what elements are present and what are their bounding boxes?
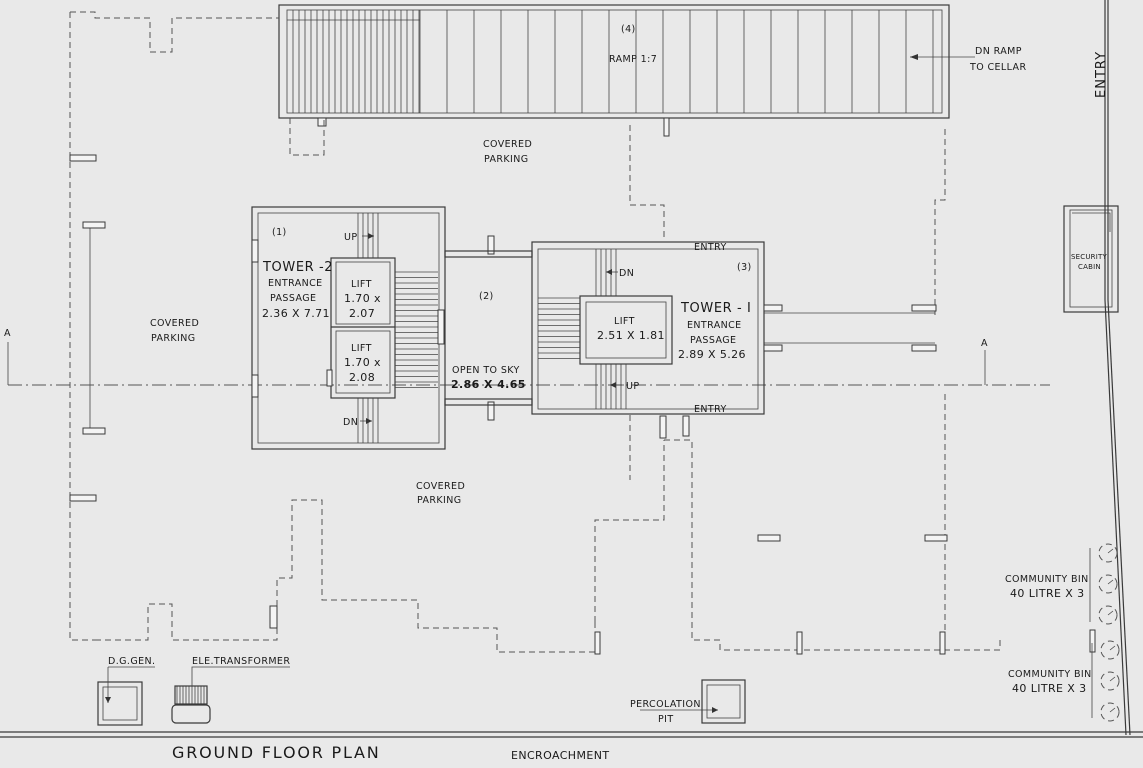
electrical-transformer: ELE.TRANSFORMER [171,656,290,724]
ramp: (4) RAMP 1:7 DN RAMP TO CELLAR [278,4,1026,137]
dn-ramp-label: DN RAMP [975,46,1022,57]
tower2-number: (1) [272,227,287,238]
tower-2: (1) TOWER -2 ENTRANCE PASSAGE 2.36 X 7.7… [251,206,446,450]
tower1-lift-dims: 2.51 X 1.81 [597,329,665,342]
tower2-lift1-label: LIFT [351,279,372,290]
plan-footer: GROUND FLOOR PLAN ENCROACHMENT [0,731,1143,762]
bin-icon [1098,543,1118,563]
tower1-entrance: ENTRANCE [687,320,742,331]
tower1-up-label: UP [626,381,639,392]
section-line-a-a: A A [4,328,1050,386]
covered-parking-top-2: PARKING [484,154,529,165]
community-bin-2-capacity: 40 LITRE X 3 [1012,682,1087,695]
plan-title: GROUND FLOOR PLAN [172,743,381,762]
community-bin-2-label: COMMUNITY BIN [1008,669,1092,680]
bin-icon [1098,574,1118,594]
community-bins-2: COMMUNITY BIN 40 LITRE X 3 [1008,640,1120,722]
section-mark-right: A [981,338,988,349]
tower1-number: (3) [737,262,752,273]
open-to-sky-number: (2) [479,291,494,302]
covered-parking-labels: COVERED PARKING COVERED PARKING COVERED … [150,139,532,506]
tower2-lift2-label: LIFT [351,343,372,354]
tower1-stairs-top [595,249,617,296]
tower1-lift-label: LIFT [614,316,635,327]
tower1-title: TOWER - I [680,301,751,316]
tower2-dn-label: DN [343,417,358,428]
tower2-lift2-dim2: 2.08 [349,371,375,384]
ramp-number: (4) [621,24,636,35]
ramp-slope-lines [287,10,934,113]
bin-icon [1100,671,1120,691]
parking-outline-dashed [69,11,1001,653]
ramp-label: RAMP 1:7 [609,54,657,65]
bin-icon [1100,702,1120,722]
ele-transformer-label: ELE.TRANSFORMER [192,656,290,667]
dg-gen-label: D.G.GEN. [108,656,155,667]
open-to-sky-dims: 2.86 X 4.65 [451,378,526,391]
bin-icon [1098,605,1118,625]
covered-parking-bottom-2: PARKING [417,495,462,506]
tower2-entrance: ENTRANCE [268,278,323,289]
tower2-title: TOWER -2 [262,260,333,275]
dg-generator: D.G.GEN. [97,656,155,726]
tower1-stairs-left [538,297,580,359]
tower2-stairs-right [395,271,438,388]
community-bins-1: COMMUNITY BIN 40 LITRE X 3 [1005,543,1118,625]
security-cabin-label-2: CABIN [1078,263,1101,271]
covered-parking-left-2: PARKING [151,333,196,344]
tower1-dims: 2.89 X 5.26 [678,348,746,361]
tower1-dn-label: DN [619,268,634,279]
tower2-passage: PASSAGE [270,293,316,304]
tower1-passage: PASSAGE [690,335,736,346]
covered-parking-bottom-1: COVERED [416,481,465,492]
tower1-entry-bottom: ENTRY [694,404,727,415]
tower1-entry-top: ENTRY [694,242,727,253]
tower2-lift1-dim1: 1.70 x [344,292,381,305]
tower2-lift1-dim2: 2.07 [349,307,375,320]
pit-label: PIT [658,714,674,725]
tower2-up-label: UP [344,232,357,243]
covered-parking-left-1: COVERED [150,318,199,329]
section-mark-left: A [4,328,11,339]
site-boundary: ENTRY [1094,0,1131,736]
structural-columns [69,154,1096,655]
security-cabin-label-1: SECURITY [1071,253,1107,261]
tower1-stairs-bottom [595,364,627,409]
covered-parking-top-1: COVERED [483,139,532,150]
security-cabin: SECURITY CABIN [1063,205,1119,313]
bin-icon [1100,640,1120,660]
percolation-pit: PERCOLATION PIT [630,679,746,725]
community-bin-1-capacity: 40 LITRE X 3 [1010,587,1085,600]
main-entry-label: ENTRY [1094,51,1109,98]
open-to-sky: (2) OPEN TO SKY 2.86 X 4.65 [444,250,533,406]
tower2-dims: 2.36 X 7.71 [262,307,330,320]
tower-1: (3) ENTRY ENTRY DN UP LIFT 2.51 X 1.81 T… [531,241,935,415]
encroachment-label: ENCROACHMENT [511,749,609,762]
community-bin-1-label: COMMUNITY BIN [1005,574,1089,585]
tower2-lift2-dim1: 1.70 x [344,356,381,369]
to-cellar-label: TO CELLAR [969,62,1026,73]
percolation-label: PERCOLATION [630,699,701,710]
open-to-sky-label: OPEN TO SKY [452,365,520,376]
